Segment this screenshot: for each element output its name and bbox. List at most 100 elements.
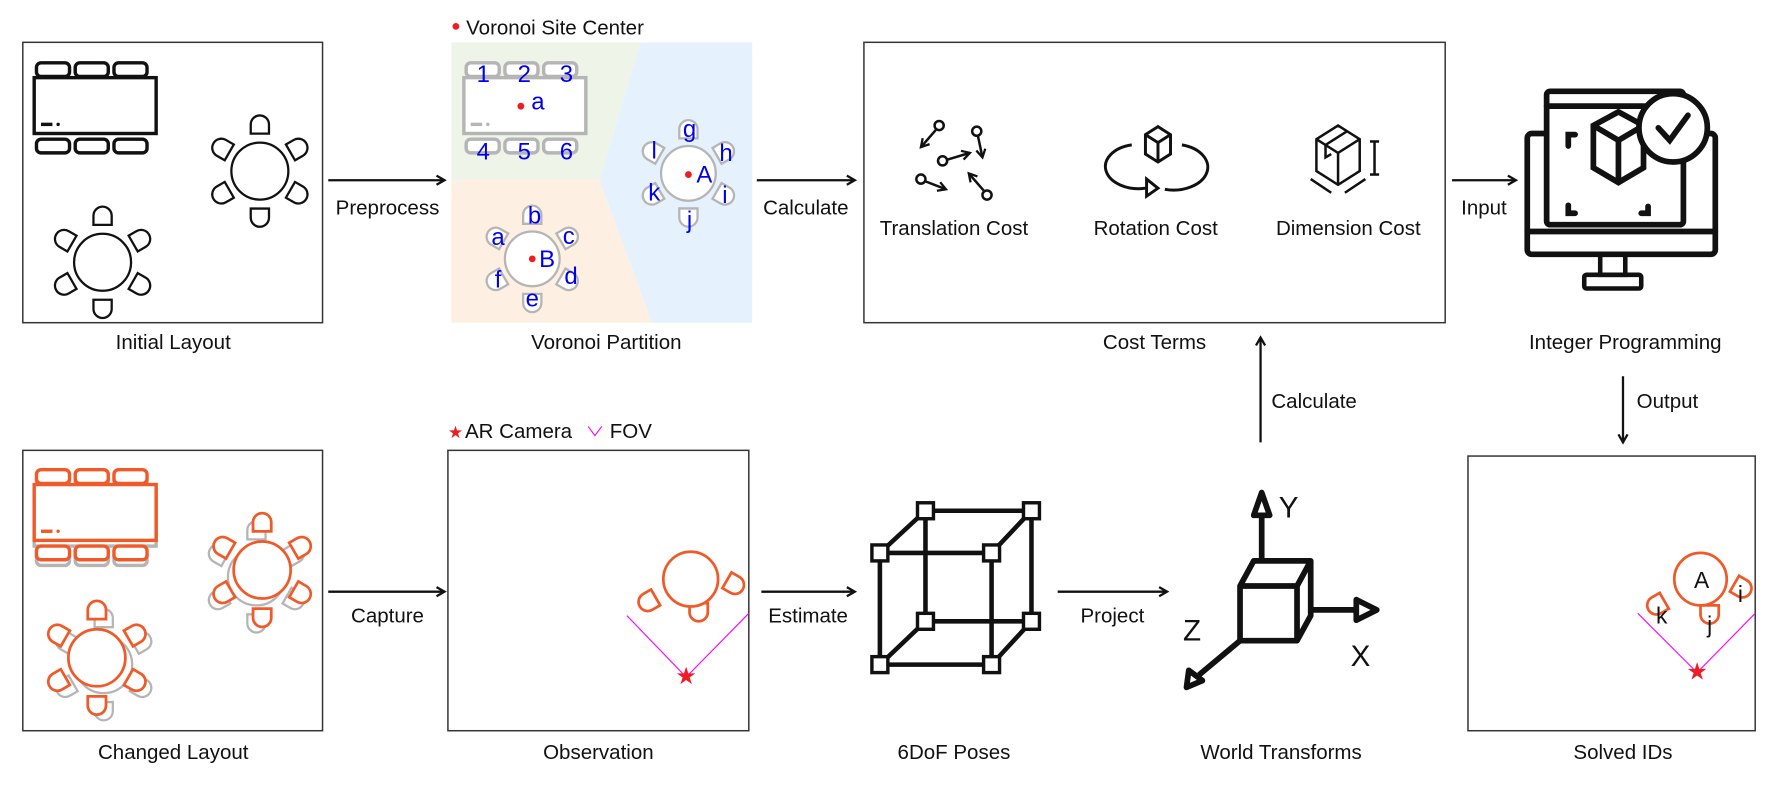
fov-line — [685, 612, 750, 678]
chair-icon — [1645, 591, 1671, 616]
fov-legend-label: FOV — [610, 420, 652, 443]
chair-icon — [287, 535, 313, 561]
initial-layout-panel: Initial Layout — [22, 41, 324, 354]
translation-icon — [915, 119, 993, 201]
chair-icon — [249, 207, 271, 228]
chair-id-label: d — [564, 263, 577, 290]
round-table-icon — [230, 141, 290, 201]
voronoi-partition-label: Voronoi Partition — [531, 331, 681, 354]
fov-line — [1696, 612, 1756, 673]
chair-id-label: 4 — [477, 139, 490, 166]
chair-icon — [212, 579, 237, 605]
chair-icon — [522, 292, 543, 314]
dimension-icon — [1310, 124, 1380, 194]
chair-icon — [541, 137, 579, 155]
chair-icon — [53, 271, 79, 296]
table-mark — [56, 122, 60, 127]
preprocess-label: Preprocess — [336, 196, 440, 219]
chair-icon — [112, 61, 149, 79]
chair-id-label: 6 — [560, 139, 573, 166]
chair-id-label: 3 — [560, 61, 573, 88]
chair-id-label: j — [686, 207, 692, 234]
chair-icon — [211, 180, 236, 205]
axes-icon — [1183, 489, 1380, 691]
estimate-arrow: Estimate — [761, 592, 854, 627]
observation-panel: ★ AR Camera FOV ★ Observation — [447, 420, 750, 764]
poses-label: 6DoF Poses — [898, 741, 1011, 764]
chair-icon — [86, 695, 108, 717]
fov-line — [1637, 612, 1698, 674]
chair-icon — [485, 226, 510, 251]
chair-id-label: b — [528, 203, 541, 230]
chair-icon — [284, 137, 309, 162]
chair-icon — [710, 141, 736, 166]
y-axis-label: Y — [1279, 492, 1299, 525]
calculate-up-arrow: Calculate — [1261, 338, 1357, 443]
chair-icon — [46, 623, 72, 649]
chair-icon — [678, 118, 699, 140]
chair-icon — [522, 204, 543, 225]
project-arrow: Project — [1057, 592, 1167, 627]
chair-id-label: j — [1706, 612, 1712, 638]
calculate-arrow: Calculate — [756, 180, 855, 219]
chair-icon — [86, 599, 108, 621]
x-axis-label: X — [1351, 640, 1371, 673]
initial-layout-label: Initial Layout — [116, 331, 231, 354]
chair-icon — [485, 266, 510, 292]
chair-icon — [92, 298, 113, 320]
chair-icon — [34, 544, 72, 562]
chair-icon — [53, 228, 79, 254]
chair-icon — [637, 587, 663, 613]
observation-label: Observation — [543, 741, 654, 764]
initial-layout-furniture — [32, 61, 309, 320]
preprocess-arrow: Preprocess — [328, 180, 444, 219]
round-table-icon — [232, 540, 293, 600]
chair-id-label: e — [526, 286, 539, 313]
chair-icon — [284, 180, 309, 205]
site-center-dot — [528, 255, 536, 263]
cost-terms-label: Cost Terms — [1103, 331, 1206, 354]
chair-icon — [34, 137, 72, 155]
fov-line — [626, 615, 687, 678]
cost-terms-panel: Translation Cost Rotation Cost Dimension… — [863, 41, 1446, 354]
chair-icon — [1728, 573, 1753, 599]
chair-icon — [287, 579, 313, 605]
translation-cost-label: Translation Cost — [880, 217, 1029, 240]
chair-icon — [710, 181, 736, 206]
chair-icon — [112, 137, 149, 155]
chair-icon — [249, 114, 271, 135]
changed-layout-panel: Changed Layout — [22, 449, 324, 764]
rotation-cost-label: Rotation Cost — [1094, 217, 1219, 240]
estimate-label: Estimate — [768, 604, 848, 627]
chair-id-label: 1 — [477, 61, 490, 88]
chair-icon — [34, 61, 72, 79]
chair-icon — [212, 535, 237, 561]
poses-panel: 6DoF Poses — [870, 501, 1042, 764]
site-id-label: a — [531, 89, 545, 116]
round-table-icon — [72, 232, 133, 292]
rotation-icon — [1103, 124, 1210, 200]
capture-arrow: Capture — [328, 592, 444, 627]
site-center-dot — [517, 102, 525, 110]
rect-table-icon — [32, 482, 158, 543]
chair-icon — [464, 137, 501, 155]
wireframe-cube-icon — [870, 501, 1042, 675]
chair-id-label: f — [495, 266, 502, 293]
chair-icon — [641, 141, 666, 166]
chair-icon — [641, 181, 666, 206]
chair-icon — [211, 137, 236, 162]
project-label: Project — [1080, 604, 1144, 627]
solved-ids-label: Solved IDs — [1573, 741, 1672, 764]
ar-camera-icon: ★ — [675, 663, 696, 690]
calculate-label: Calculate — [763, 196, 848, 219]
chair-icon — [122, 667, 147, 693]
rect-table-icon — [462, 75, 588, 136]
chair-icon — [73, 137, 110, 155]
chair-id-label: k — [648, 180, 660, 207]
site-id-label: A — [696, 162, 712, 189]
observation-content: ★ — [626, 550, 750, 690]
fov-legend-icon — [587, 426, 603, 437]
